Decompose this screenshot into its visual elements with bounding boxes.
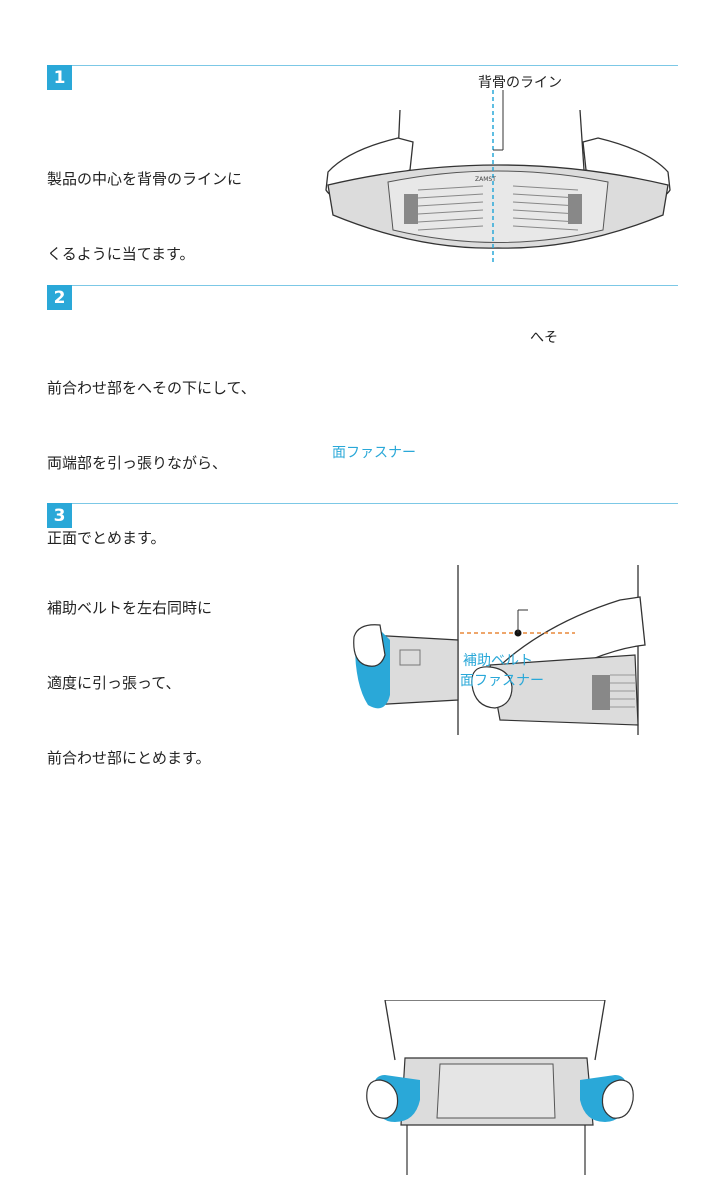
instruction-line: 前合わせ部にとめます。 <box>47 749 211 767</box>
step-1: 1 製品の中心を背骨のラインに くるように当てます。 背骨のライン <box>0 0 728 270</box>
step-instructions: 製品の中心を背骨のラインに くるように当てます。 <box>47 117 242 317</box>
step-number-badge: 2 <box>47 285 72 310</box>
hook-loop-fastener-label: 面ファスナー <box>460 673 544 689</box>
instruction-line: 補助ベルトを左右同時に <box>47 599 213 617</box>
back-fitting-illustration <box>325 90 671 265</box>
step-divider <box>72 503 678 504</box>
instruction-line: 両端部を引っ張りながら、 <box>47 454 228 472</box>
instruction-line: 前合わせ部をへその下にして、 <box>47 379 256 397</box>
instruction-line: くるように当てます。 <box>47 245 195 263</box>
step-number-badge: 3 <box>47 503 72 528</box>
brand-mark: ZAMST <box>475 176 496 183</box>
hook-loop-fastener-label: 面ファスナー <box>332 445 416 461</box>
step-instructions: 補助ベルトを左右同時に 適度に引っ張って、 前合わせ部にとめます。 <box>47 546 212 821</box>
step-2: 2 前合わせ部をへその下にして、 両端部を引っ張りながら、 正面でとめます。 へ… <box>0 270 728 735</box>
auxiliary-belt-illustration <box>366 1000 634 1175</box>
instruction-line: 製品の中心を背骨のラインに <box>47 170 243 188</box>
step-instructions: 前合わせ部をへその下にして、 両端部を引っ張りながら、 正面でとめます。 <box>47 326 256 601</box>
step-number-badge: 1 <box>47 65 72 90</box>
instruction-line: 正面でとめます。 <box>47 529 166 547</box>
navel-label: へそ <box>530 330 558 346</box>
step-divider <box>72 285 678 286</box>
front-fastening-illustration <box>353 565 646 735</box>
step-divider <box>72 65 678 66</box>
spine-line-label: 背骨のライン <box>478 75 562 91</box>
auxiliary-belt-label: 補助ベルト <box>463 653 533 669</box>
step-3: 3 補助ベルトを左右同時に 適度に引っ張って、 前合わせ部にとめます。 補助ベル… <box>0 485 728 1175</box>
instruction-line: 適度に引っ張って、 <box>47 674 181 692</box>
